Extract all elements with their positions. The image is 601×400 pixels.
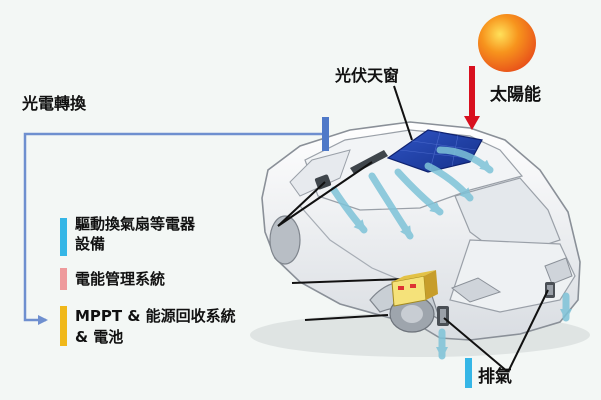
callout-lines bbox=[277, 85, 549, 373]
fan-label: 驅動換氣扇等電器 設備 bbox=[75, 214, 195, 254]
air-flow-arrows bbox=[330, 146, 572, 360]
mppt-label-line1: MPPT & 能源回收系統 bbox=[75, 307, 236, 325]
pv-conversion-label: 光電轉換 bbox=[22, 94, 87, 113]
fan-color-bar bbox=[60, 218, 67, 256]
exhaust-vent-icon bbox=[437, 282, 555, 326]
ems-color-bar bbox=[60, 268, 67, 290]
mppt-color-bar bbox=[60, 306, 67, 346]
energy-flow-line bbox=[23, 117, 329, 325]
battery-icon bbox=[391, 270, 438, 307]
fan-icon bbox=[314, 150, 388, 190]
solar-arrow bbox=[464, 66, 480, 130]
sun-icon bbox=[478, 14, 536, 72]
solar-energy-label: 太陽能 bbox=[490, 85, 541, 105]
fan-label-line2: 設備 bbox=[75, 235, 106, 253]
mppt-label: MPPT & 能源回收系統 & 電池 bbox=[75, 306, 236, 348]
exhaust-color-bar bbox=[465, 358, 472, 388]
ems-label: 電能管理系統 bbox=[75, 270, 166, 288]
exhaust-label: 排氣 bbox=[478, 367, 512, 387]
mppt-label-line2: & 電池 bbox=[75, 328, 124, 346]
solar-roof-label: 光伏天窗 bbox=[335, 66, 400, 85]
fan-label-line1: 驅動換氣扇等電器 bbox=[75, 215, 196, 233]
